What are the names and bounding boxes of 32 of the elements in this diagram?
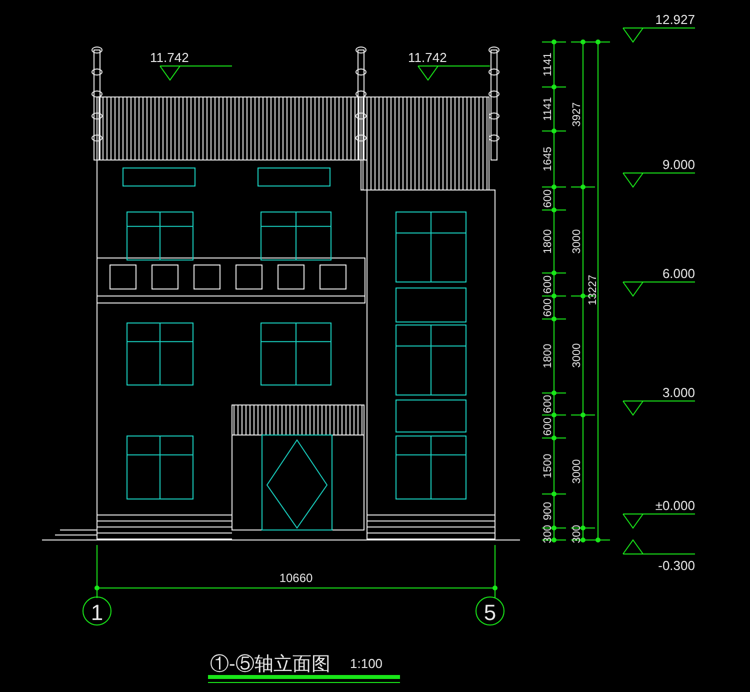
dimension-value: 3000	[570, 229, 583, 254]
elevation-value: 11.742	[408, 50, 447, 65]
elevation-value: -0.300	[658, 558, 695, 573]
dimension-value: 3927	[570, 102, 583, 127]
scale-note: 1:100	[350, 656, 383, 671]
dimension-value: 600	[542, 189, 554, 208]
axis-number: 1	[90, 600, 104, 625]
dimension-value: 300	[570, 524, 583, 544]
dimension-value: 1141	[542, 52, 554, 76]
elevation-value: 12.927	[655, 12, 695, 27]
dimension-value: 600	[542, 417, 554, 436]
elevation-value: 9.000	[662, 157, 695, 172]
dimension-value: 900	[542, 502, 554, 520]
dimension-value: 1800	[542, 229, 554, 254]
drawing-title: ①-⑤轴立面图	[210, 654, 330, 675]
dimension-value: 1500	[542, 454, 554, 478]
dimension-value: 13227	[586, 274, 599, 306]
dimension-value: 600	[542, 298, 554, 317]
dimension-value: 3000	[570, 343, 583, 368]
dimension-value: 1141	[542, 97, 554, 121]
elevation-value: ±0.000	[655, 498, 695, 513]
elevation-value: 3.000	[662, 385, 695, 400]
elevation-value: 6.000	[662, 266, 695, 281]
dimension-value: 600	[542, 275, 554, 294]
dimension-value: 600	[542, 394, 554, 414]
elevation-value: 11.742	[150, 50, 189, 65]
axis-number: 5	[484, 600, 496, 625]
dimension-value: 3000	[570, 459, 583, 484]
dimension-value: 10660	[279, 571, 313, 585]
dimension-value: 1645	[542, 146, 554, 172]
dimension-value: 1800	[542, 344, 554, 368]
dimension-value: 300	[542, 524, 554, 544]
